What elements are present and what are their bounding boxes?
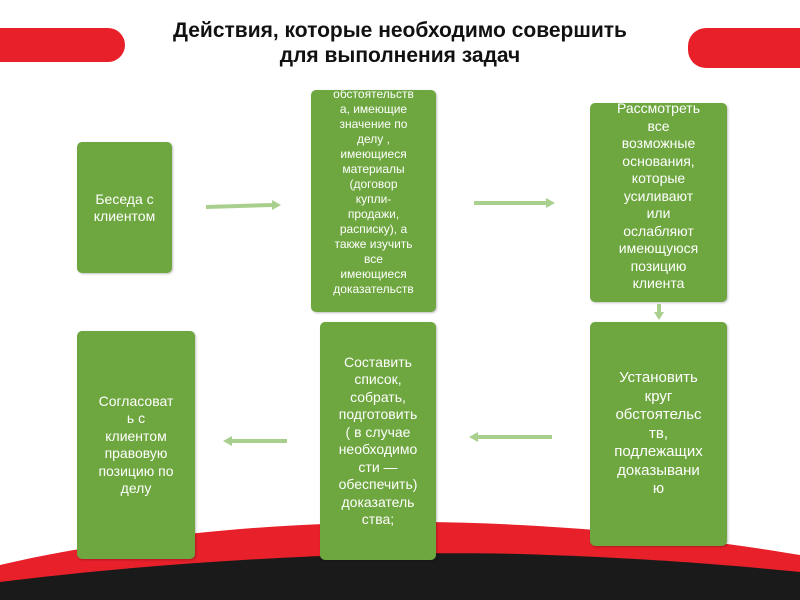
step-node-agree-position-text: Согласоват ь с клиентом правовую позицию… [98, 392, 174, 497]
red-band-left [0, 28, 125, 62]
red-band-right [688, 28, 800, 68]
arrow-left-1 [469, 432, 552, 442]
slide-title: Действия, которые необходимо совершить д… [100, 18, 700, 68]
step-node-establish-range-text: Установить круг обстоятельс тв, подлежащ… [614, 369, 703, 498]
step-node-consider-grounds-text: Рассмотреть все возможные основания, кот… [617, 103, 700, 291]
step-node-agree-position: Согласоват ь с клиентом правовую позицию… [77, 331, 195, 559]
title-line-2: для выполнения задач [279, 44, 521, 67]
step-node-collect-evidence-text: Составить список, собрать, подготовить (… [338, 353, 418, 528]
step-node-circumstances-text: обстоятельств а, имеющие значение по дел… [333, 90, 414, 296]
step-node-consider-grounds: Рассмотреть все возможные основания, кот… [590, 103, 727, 302]
step-node-establish-range: Установить круг обстоятельс тв, подлежащ… [590, 322, 727, 546]
step-node-circumstances: обстоятельств а, имеющие значение по дел… [311, 90, 436, 312]
step-node-collect-evidence: Составить список, собрать, подготовить (… [320, 322, 436, 560]
arrow-left-2 [223, 436, 287, 446]
arrow-down-1 [654, 304, 664, 320]
arrow-right-2 [474, 198, 555, 208]
step-node-conversation: Беседа с клиентом [77, 142, 172, 273]
step-node-conversation-text: Беседа с клиентом [93, 190, 156, 224]
arrow-right-1 [205, 200, 281, 210]
title-line-1: Действия, которые необходимо совершить [173, 19, 627, 42]
